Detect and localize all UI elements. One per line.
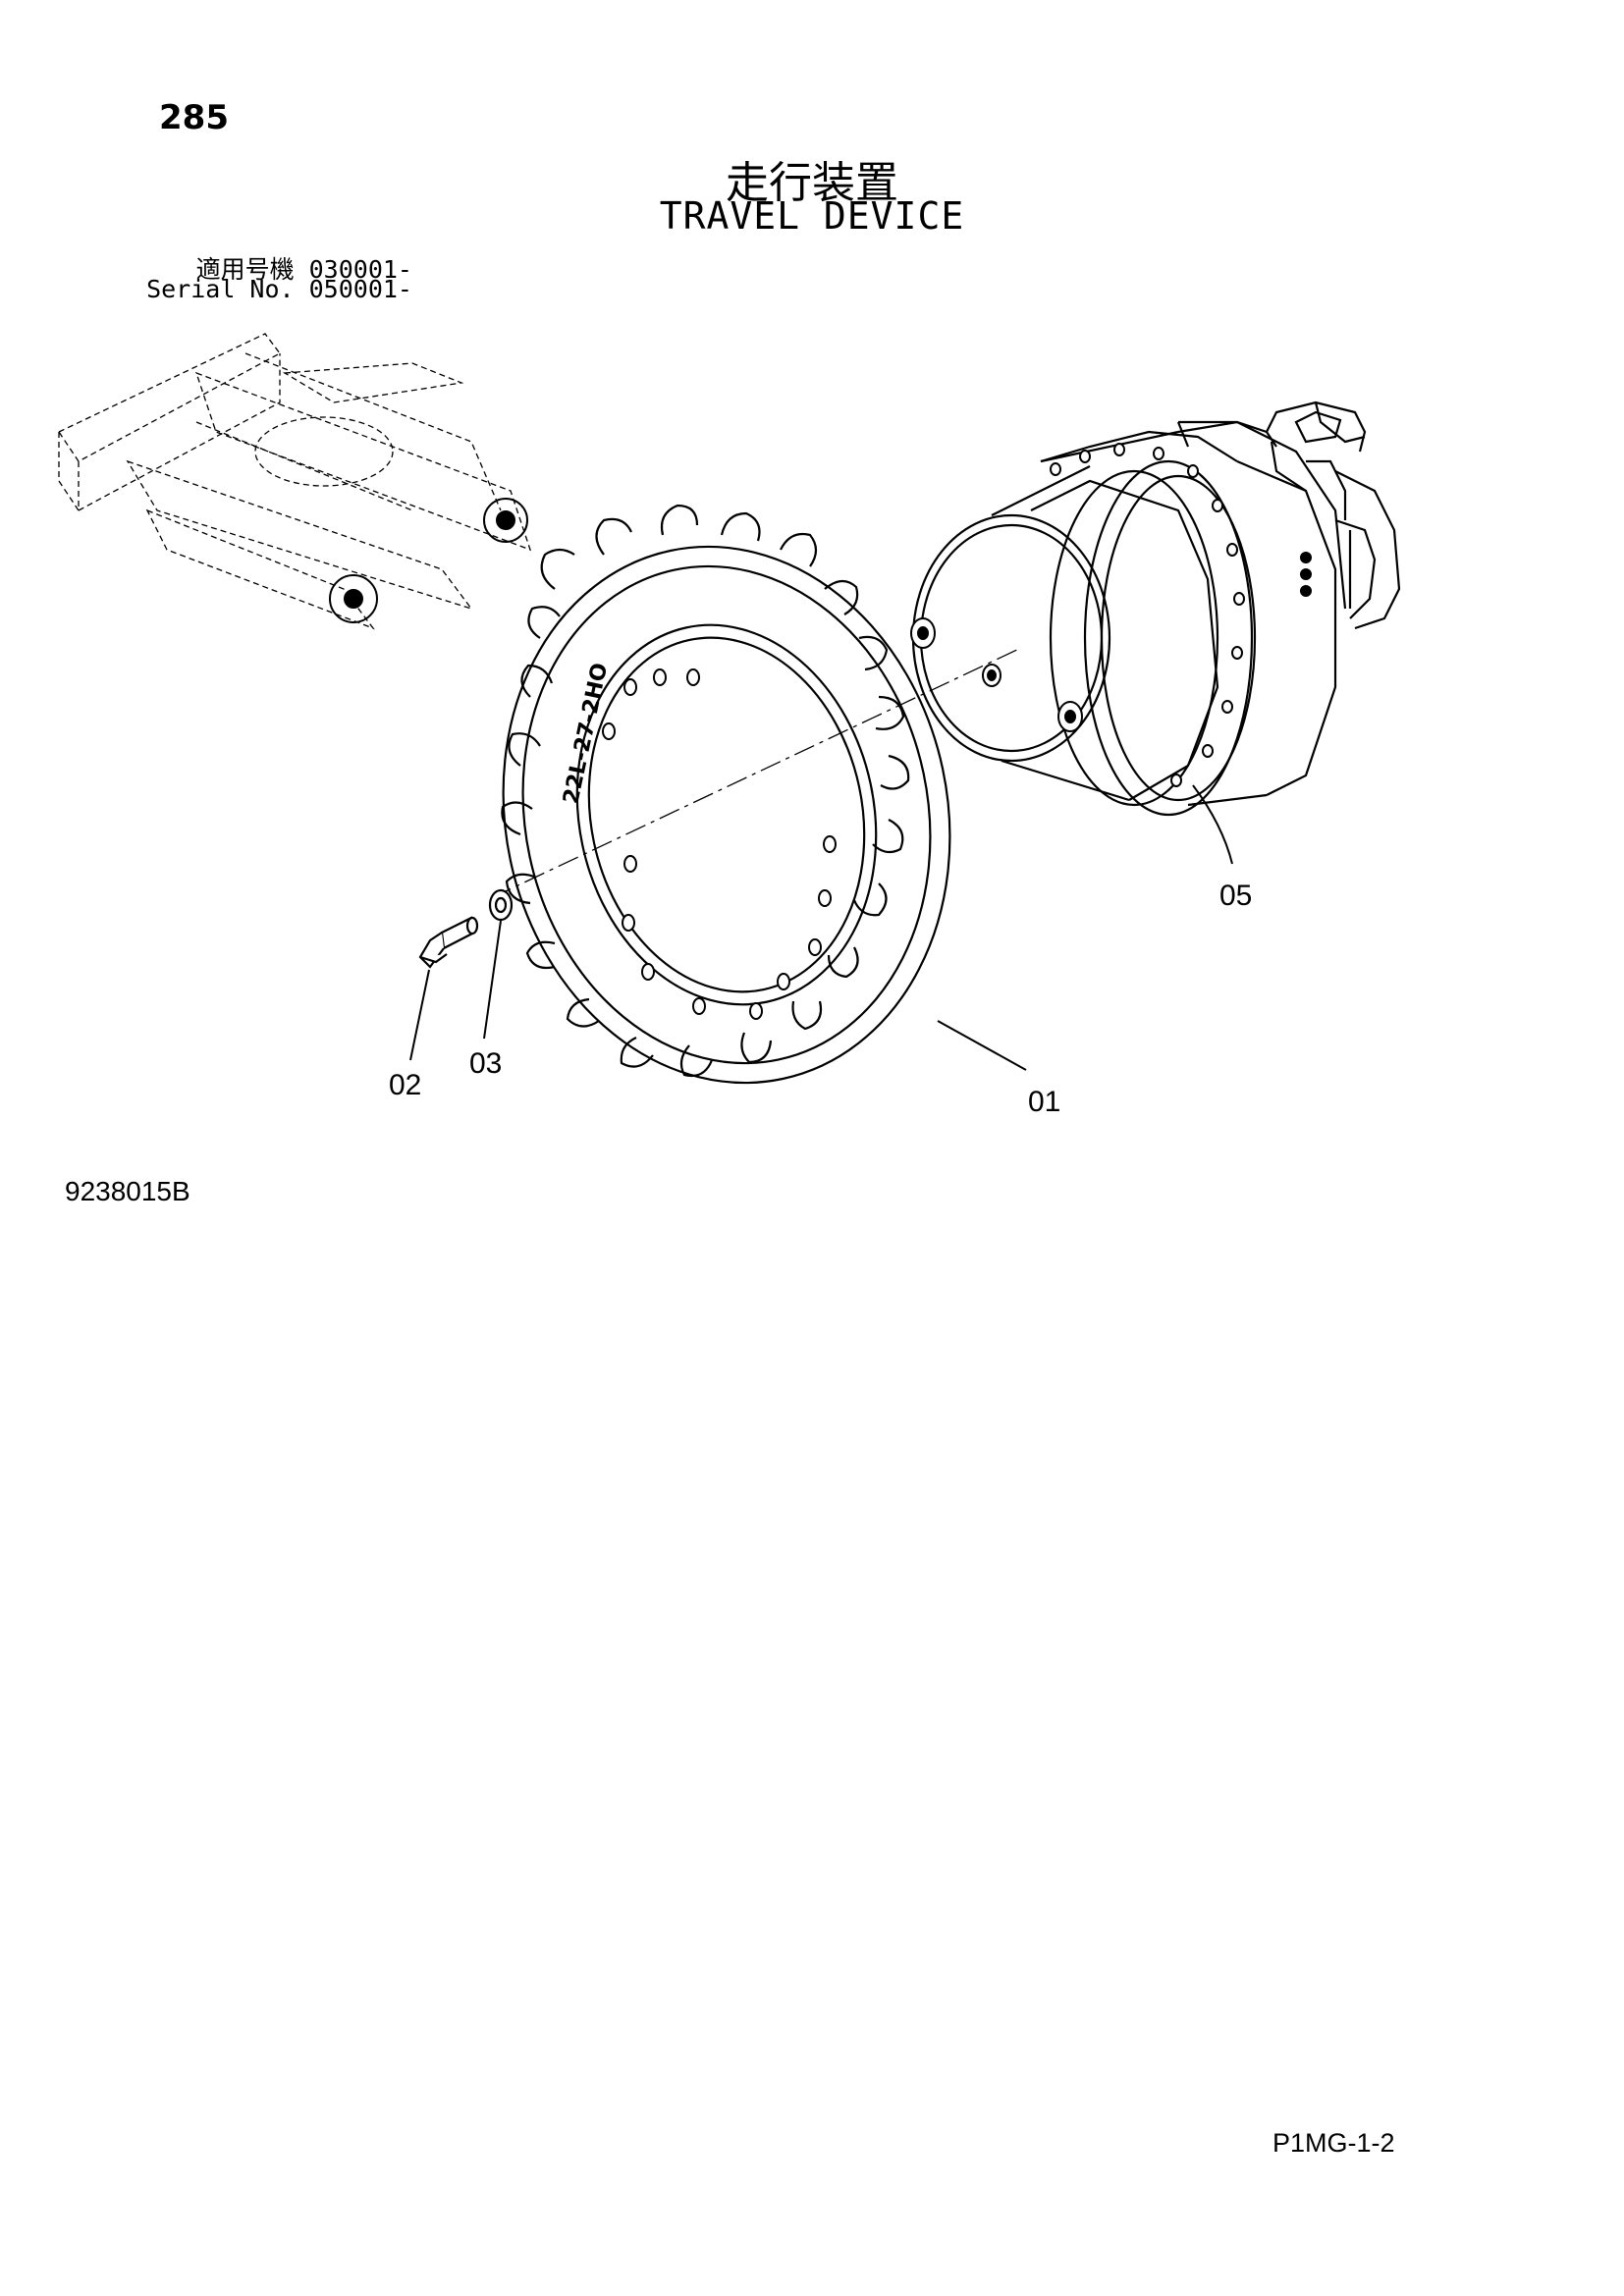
title-japanese: 走行装置	[726, 158, 898, 208]
washer-part	[488, 888, 514, 922]
applicable-serial-english: Serial No. 050001-	[146, 275, 412, 303]
callout-label-01: 01	[1028, 1086, 1060, 1118]
travel-motor-bolts	[910, 443, 1312, 787]
page-number: 285	[159, 98, 229, 137]
callout-label-03: 03	[469, 1047, 502, 1080]
title-english: TRAVEL DEVICE	[659, 194, 965, 238]
sprocket-teeth	[501, 504, 910, 1078]
figure-number: 9238015B	[65, 1176, 190, 1206]
callout-label-02: 02	[389, 1069, 421, 1101]
applicable-serial-japanese: 適用号機 030001-	[195, 255, 412, 284]
sprocket-bolt-holes	[602, 668, 837, 1020]
assembly-axis-line	[490, 647, 1022, 899]
travel-motor-part	[911, 400, 1401, 817]
exploded-parts-diagram: 22L-27-2HO	[58, 333, 1401, 1118]
locator-sprocket-highlight-rear	[483, 498, 528, 543]
sprocket-part	[501, 504, 951, 1085]
callout-leader-lines	[409, 784, 1233, 1071]
sheet-code: P1MG-1-2	[1272, 2128, 1395, 2158]
bolt-part	[418, 916, 479, 969]
locator-sprocket-highlight-front	[329, 574, 378, 623]
undercarriage-locator-sketch	[58, 333, 532, 630]
callout-label-05: 05	[1219, 880, 1252, 912]
